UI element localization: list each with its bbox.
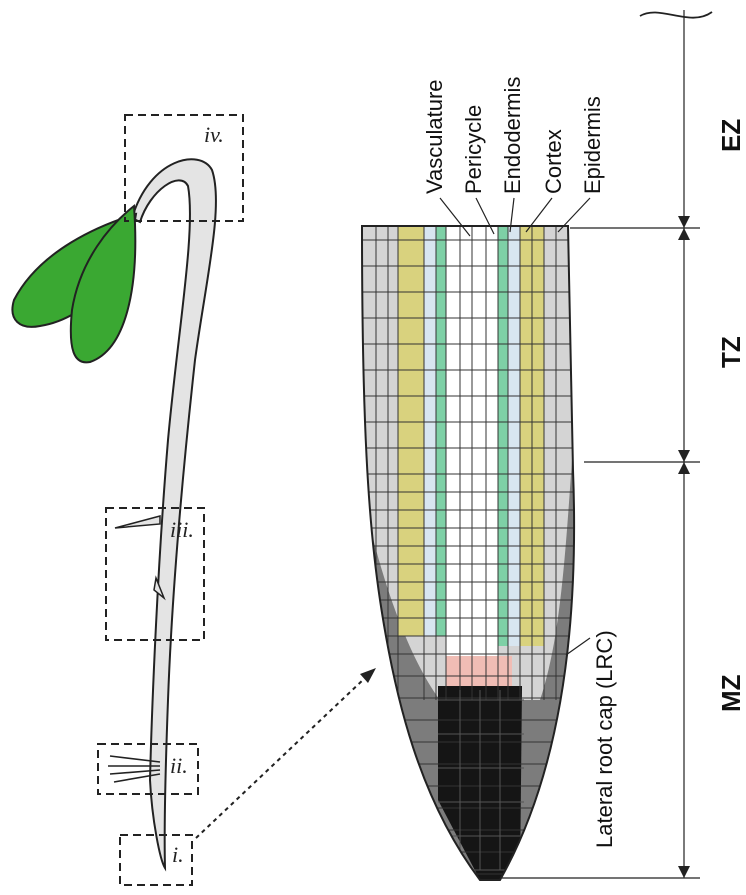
zone-label-tz: TZ <box>716 336 746 368</box>
tissue-labels: Vasculature Pericycle Endodermis Cortex … <box>422 77 605 194</box>
cortex-band-left <box>398 226 424 636</box>
label-epidermis: Epidermis <box>580 96 605 194</box>
zone-scale <box>502 10 713 879</box>
tissue-leader-lines <box>439 197 591 237</box>
box-i <box>119 834 193 886</box>
box-iii <box>105 507 205 641</box>
zone-label-ez: EZ <box>716 119 746 152</box>
box-label-ii: ii. <box>170 753 188 778</box>
root-outline <box>360 225 576 881</box>
label-vasculature: Vasculature <box>422 79 447 194</box>
zone-label-mz: MZ <box>716 674 746 712</box>
box-ii <box>97 743 199 795</box>
box-label-iii: iii. <box>170 517 194 542</box>
pericycle-left <box>436 226 446 636</box>
box-iv <box>124 114 244 222</box>
label-pericycle: Pericycle <box>461 105 486 194</box>
label-endodermis: Endodermis <box>500 77 525 194</box>
hypocotyl-root <box>130 158 217 872</box>
zone-arrowheads <box>678 216 690 878</box>
cell-walls <box>362 226 575 875</box>
zoom-arrow <box>195 668 376 839</box>
quiescent-center <box>446 656 512 686</box>
lateral-root-upper <box>114 515 161 529</box>
box-label-i: i. <box>172 842 184 867</box>
endodermis-right <box>508 226 520 646</box>
box-label-iv: iv. <box>204 122 224 147</box>
root-hairs <box>108 755 161 783</box>
cotyledon-front <box>69 204 137 364</box>
root-tip <box>362 226 575 880</box>
endodermis-left <box>424 226 436 636</box>
label-cortex: Cortex <box>541 129 566 194</box>
pericycle-right <box>498 226 508 646</box>
lrc-leader-line <box>565 637 591 656</box>
label-lateral-root-cap: Lateral root cap (LRC) <box>592 630 617 848</box>
lateral-root-lower <box>153 575 166 601</box>
seedling: iv. iii. ii. i. <box>11 114 244 886</box>
